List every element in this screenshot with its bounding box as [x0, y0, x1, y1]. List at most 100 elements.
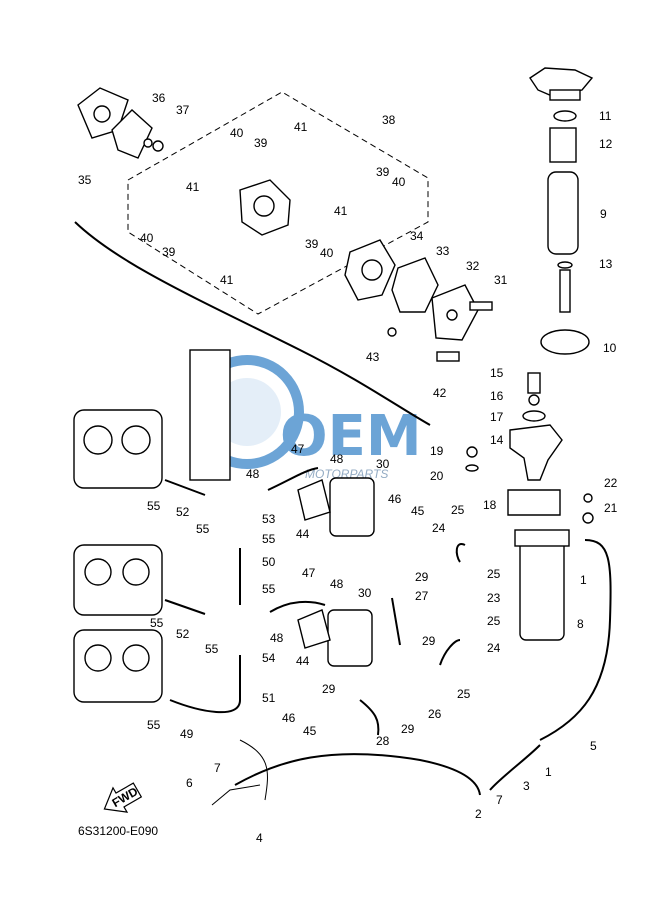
label-4: 4: [256, 831, 263, 845]
label-40c: 40: [140, 231, 154, 245]
label-48a: 48: [330, 452, 344, 466]
label-25a: 25: [451, 503, 465, 517]
pump-bodies: [297, 477, 375, 667]
label-29b: 29: [422, 634, 436, 648]
label-51: 51: [262, 691, 276, 705]
water-separator-parts: [465, 372, 594, 641]
label-30b: 30: [358, 586, 372, 600]
label-11: 11: [599, 109, 612, 123]
label-22: 22: [604, 476, 618, 490]
label-40b: 40: [392, 175, 406, 189]
label-55b: 55: [196, 522, 210, 536]
label-41b: 41: [186, 180, 200, 194]
label-39a: 39: [254, 136, 268, 150]
label-17: 17: [490, 410, 504, 424]
label-43: 43: [366, 350, 380, 364]
label-55d: 55: [262, 582, 276, 596]
label-42: 42: [433, 386, 447, 400]
label-49: 49: [180, 727, 194, 741]
label-46a: 46: [388, 492, 402, 506]
label-26: 26: [428, 707, 442, 721]
fwd-arrow-icon: FWD: [103, 782, 143, 813]
label-55f: 55: [205, 642, 219, 656]
label-40a: 40: [230, 126, 244, 140]
label-44a: 44: [296, 527, 310, 541]
diagram-code: 6S31200-E090: [78, 824, 159, 838]
label-29a: 29: [415, 570, 429, 584]
label-19: 19: [430, 444, 444, 458]
label-9: 9: [600, 207, 607, 221]
label-21: 21: [604, 501, 618, 515]
label-40d: 40: [320, 246, 334, 260]
label-39d: 39: [305, 237, 319, 251]
section-divider: [74, 221, 431, 426]
label-48c: 48: [330, 577, 344, 591]
label-55c: 55: [262, 532, 276, 546]
label-18: 18: [483, 498, 497, 512]
label-24b: 24: [487, 641, 501, 655]
label-55e: 55: [150, 616, 164, 630]
callout-labels: 1 1 2 3 4 5 6 7 7 8 9 10 11 12 13 14 15 …: [78, 91, 618, 845]
label-47b: 47: [302, 566, 316, 580]
label-38: 38: [382, 113, 396, 127]
label-8: 8: [577, 617, 584, 631]
label-6: 6: [186, 776, 193, 790]
label-41c: 41: [334, 204, 348, 218]
label-46b: 46: [282, 711, 296, 725]
label-1a: 1: [580, 573, 587, 587]
label-13: 13: [599, 257, 613, 271]
label-48b: 48: [246, 467, 260, 481]
label-7b: 7: [496, 793, 503, 807]
label-39b: 39: [376, 165, 390, 179]
fuel-hoses: [164, 467, 612, 806]
fuel-pump-parts: [77, 87, 493, 362]
label-52a: 52: [176, 505, 190, 519]
label-28: 28: [376, 734, 390, 748]
label-45a: 45: [411, 504, 425, 518]
label-14: 14: [490, 433, 504, 447]
label-55g: 55: [147, 718, 161, 732]
label-36: 36: [152, 91, 166, 105]
label-25c: 25: [487, 614, 501, 628]
label-45b: 45: [303, 724, 317, 738]
label-37: 37: [176, 103, 190, 117]
label-27: 27: [415, 589, 429, 603]
label-55a: 55: [147, 499, 161, 513]
label-47a: 47: [291, 442, 305, 456]
label-16: 16: [490, 389, 504, 403]
label-29c: 29: [322, 682, 336, 696]
label-54: 54: [262, 651, 276, 665]
label-33: 33: [436, 244, 450, 258]
watermark-text: OEM: [280, 404, 422, 469]
label-12: 12: [599, 137, 613, 151]
label-2: 2: [475, 807, 482, 821]
label-48d: 48: [270, 631, 284, 645]
label-41a: 41: [294, 120, 308, 134]
label-25d: 25: [457, 687, 471, 701]
label-1b: 1: [545, 765, 552, 779]
fuel-filter-parts: [529, 67, 594, 355]
label-29d: 29: [401, 722, 415, 736]
label-41d: 41: [220, 273, 234, 287]
label-23: 23: [487, 591, 501, 605]
carburetor-parts: [73, 349, 231, 703]
label-52b: 52: [176, 627, 190, 641]
label-7a: 7: [214, 761, 221, 775]
label-50: 50: [262, 555, 276, 569]
label-15: 15: [490, 366, 504, 380]
label-10: 10: [603, 341, 617, 355]
label-34: 34: [410, 229, 424, 243]
label-24a: 24: [432, 521, 446, 535]
dashed-group-outline: [127, 91, 429, 315]
label-20: 20: [430, 469, 444, 483]
label-53: 53: [262, 512, 276, 526]
label-44b: 44: [296, 654, 310, 668]
label-32: 32: [466, 259, 480, 273]
label-30a: 30: [376, 457, 390, 471]
label-35: 35: [78, 173, 92, 187]
label-25b: 25: [487, 567, 501, 581]
label-5: 5: [590, 739, 597, 753]
label-3: 3: [523, 779, 530, 793]
label-39c: 39: [162, 245, 176, 259]
